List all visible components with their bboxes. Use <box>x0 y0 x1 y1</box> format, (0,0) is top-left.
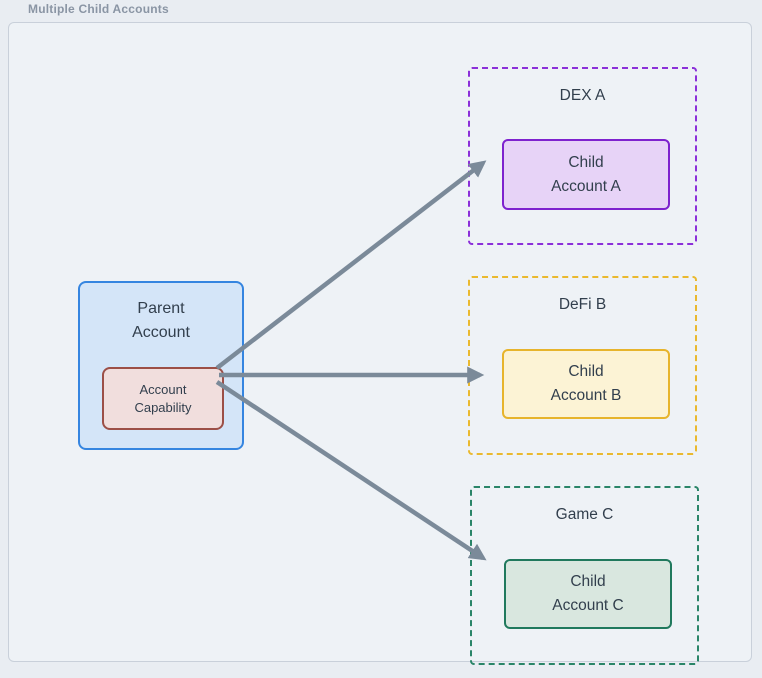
group-defi-b: DeFi B Child Account B <box>468 276 697 455</box>
child-account-c-node: Child Account C <box>504 559 672 629</box>
child-account-b-label-line1: Child <box>568 363 604 380</box>
account-capability-node: Account Capability <box>102 367 224 430</box>
child-account-a-label-line2: Account A <box>551 177 621 195</box>
group-defi-b-label: DeFi B <box>558 296 607 313</box>
group-dex-a: DEX A Child Account A <box>468 67 697 245</box>
parent-account-label-line1: Parent <box>137 300 185 317</box>
diagram-panel: Parent Account Account Capability DEX A … <box>8 22 752 665</box>
child-account-c-label-line2: Account C <box>552 597 624 614</box>
group-game-c: Game C Child Account C <box>470 486 699 665</box>
parent-account-node: Parent Account Account Capability <box>78 281 244 450</box>
diagram-title: Multiple Child Accounts <box>28 2 169 16</box>
account-capability-label-line2: Capability <box>134 399 192 415</box>
group-game-c-label: Game C <box>555 506 614 523</box>
account-capability-label-line1: Account <box>139 381 187 397</box>
child-account-a-label-line1: Child <box>568 153 604 171</box>
child-account-c-label-line1: Child <box>570 573 606 590</box>
child-account-b-node: Child Account B <box>502 349 670 419</box>
parent-account-label: Parent Account <box>80 297 242 345</box>
child-account-b-label-line2: Account B <box>550 387 622 404</box>
group-dex-a-label: DEX A <box>559 87 606 104</box>
parent-account-label-line2: Account <box>132 324 190 341</box>
child-account-a-node: Child Account A <box>502 139 670 210</box>
